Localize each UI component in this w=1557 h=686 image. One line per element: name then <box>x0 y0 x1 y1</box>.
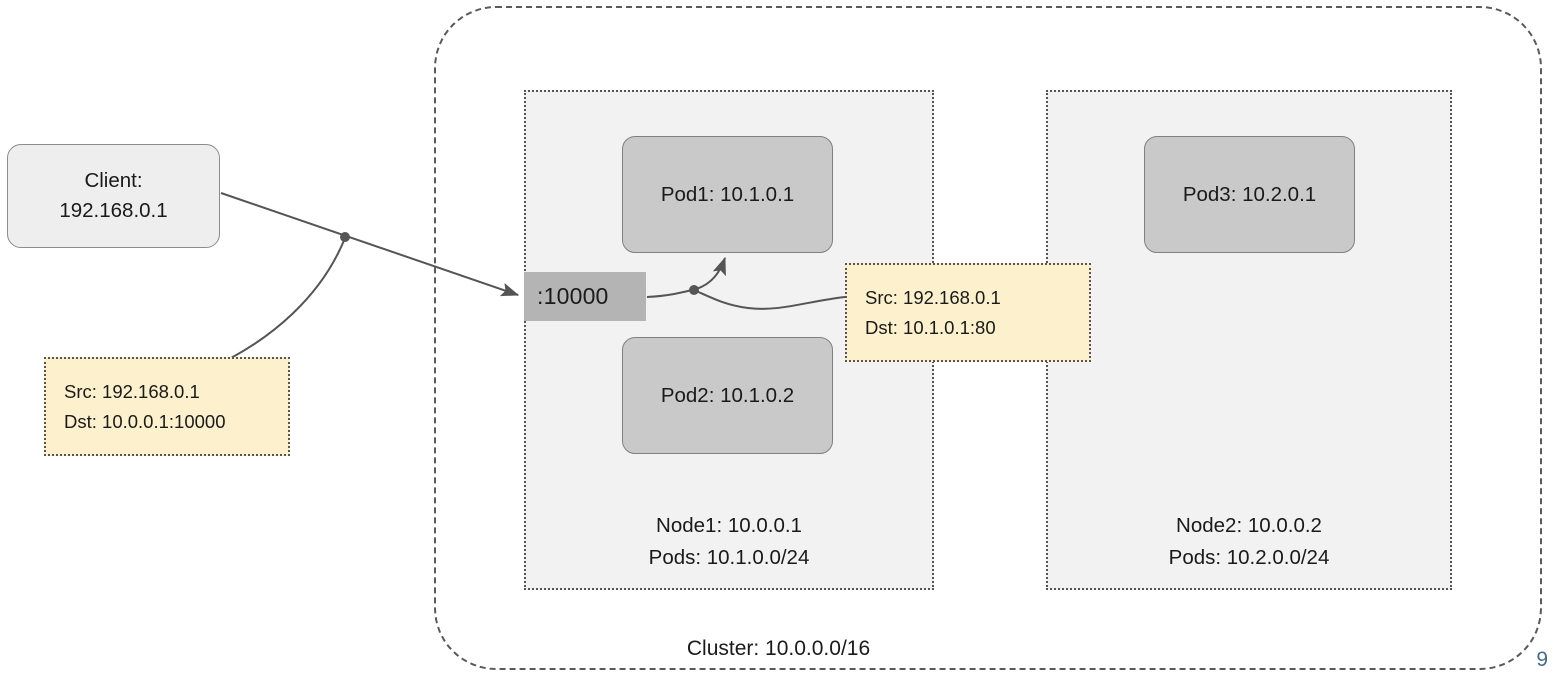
leader-note1 <box>230 237 346 359</box>
packet-note-2: Src: 192.168.0.1 Dst: 10.1.0.1:80 <box>845 263 1091 362</box>
node1-name: Node1: 10.0.0.1 <box>656 514 802 538</box>
pod-box-pod1[interactable]: Pod1: 10.1.0.1 <box>622 136 833 253</box>
client-box[interactable]: Client: 192.168.0.1 <box>7 144 220 248</box>
pod1-label: Pod1: 10.1.0.1 <box>660 182 795 206</box>
node2-label: Node2: 10.0.0.2 Pods: 10.2.0.0/24 <box>1048 510 1450 574</box>
pod-box-pod2[interactable]: Pod2: 10.1.0.2 <box>622 337 833 454</box>
node1-pods-cidr: Pods: 10.1.0.0/24 <box>648 546 810 570</box>
node2-name: Node2: 10.0.0.2 <box>1176 514 1322 538</box>
note1-dst: Dst: 10.0.0.1:10000 <box>64 410 226 432</box>
client-ip: 192.168.0.1 <box>59 199 168 222</box>
client-title: Client: <box>84 168 143 192</box>
pod3-label: Pod3: 10.2.0.1 <box>1182 182 1317 206</box>
nodeport-label: :10000 <box>537 283 609 309</box>
cluster-label: Cluster: 10.0.0.0/16 <box>686 637 871 660</box>
leader-anchor-dot-note1 <box>340 232 350 242</box>
pod2-label: Pod2: 10.1.0.2 <box>660 383 795 407</box>
nodeport-chip[interactable]: :10000 <box>524 272 646 321</box>
note1-src: Src: 192.168.0.1 <box>64 380 200 402</box>
node2-pods-cidr: Pods: 10.2.0.0/24 <box>1168 546 1330 570</box>
note2-src: Src: 192.168.0.1 <box>865 286 1001 308</box>
note2-dst: Dst: 10.1.0.1:80 <box>865 316 996 338</box>
cluster-boundary <box>434 6 1542 670</box>
node1-label: Node1: 10.0.0.1 Pods: 10.1.0.0/24 <box>526 510 932 574</box>
pod-box-pod3[interactable]: Pod3: 10.2.0.1 <box>1144 136 1355 253</box>
packet-note-1: Src: 192.168.0.1 Dst: 10.0.0.1:10000 <box>44 357 290 456</box>
page-number: 9 <box>1536 648 1548 671</box>
